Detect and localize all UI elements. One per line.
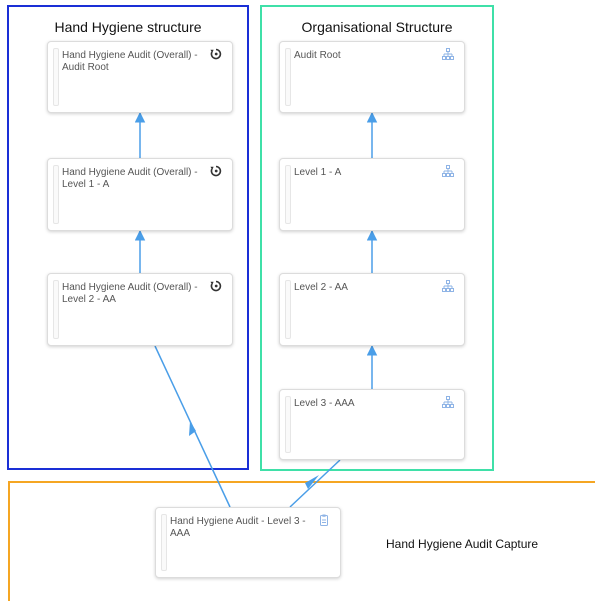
node-side-strip bbox=[285, 280, 291, 339]
capture-group-title: Hand Hygiene Audit Capture bbox=[386, 537, 539, 551]
refresh-icon[interactable] bbox=[210, 165, 222, 177]
node-side-strip bbox=[161, 514, 167, 571]
node-label: Hand Hygiene Audit (Overall) - Level 1 -… bbox=[62, 167, 198, 190]
node-label: Hand Hygiene Audit (Overall) - Level 2 -… bbox=[62, 282, 198, 305]
node-side-strip bbox=[53, 48, 59, 106]
audit-capture-group bbox=[8, 481, 595, 601]
node-label: Level 1 - A bbox=[294, 167, 342, 178]
org-level-2-aa-node[interactable]: Level 2 - AA bbox=[279, 273, 465, 346]
org-level-1-a-node[interactable]: Level 1 - A bbox=[279, 158, 465, 231]
hh-level-1-a-node[interactable]: Hand Hygiene Audit (Overall) - Level 1 -… bbox=[47, 158, 233, 231]
org-audit-root-node[interactable]: Audit Root bbox=[279, 41, 465, 113]
node-label: Level 2 - AA bbox=[294, 282, 348, 293]
node-side-strip bbox=[53, 165, 59, 224]
group-title: Organisational Structure bbox=[301, 19, 453, 35]
node-label: Hand Hygiene Audit - Level 3 - AAA bbox=[170, 516, 306, 539]
node-label: Hand Hygiene Audit (Overall) - Audit Roo… bbox=[62, 50, 198, 73]
node-label: Level 3 - AAA bbox=[294, 398, 355, 409]
hierarchy-icon[interactable] bbox=[442, 165, 454, 177]
node-side-strip bbox=[285, 165, 291, 224]
capture-to-hh-level2-arrowhead bbox=[189, 421, 196, 436]
clipboard-icon[interactable] bbox=[318, 514, 330, 526]
org-level-3-aaa-node[interactable]: Level 3 - AAA bbox=[279, 389, 465, 460]
node-label: Audit Root bbox=[294, 50, 341, 61]
group-title: Hand Hygiene structure bbox=[54, 19, 202, 35]
hh-level-2-aa-node[interactable]: Hand Hygiene Audit (Overall) - Level 2 -… bbox=[47, 273, 233, 346]
refresh-icon[interactable] bbox=[210, 280, 222, 292]
hierarchy-icon[interactable] bbox=[442, 396, 454, 408]
capture-audit-node[interactable]: Hand Hygiene Audit - Level 3 - AAA bbox=[155, 507, 341, 578]
node-side-strip bbox=[53, 280, 59, 339]
capture-to-org-level3-arrowhead bbox=[305, 475, 319, 489]
hierarchy-icon[interactable] bbox=[442, 48, 454, 60]
refresh-icon[interactable] bbox=[210, 48, 222, 60]
capture-to-org-level3-line bbox=[289, 459, 341, 508]
node-side-strip bbox=[285, 48, 291, 106]
node-side-strip bbox=[285, 396, 291, 453]
hh-audit-root-node[interactable]: Hand Hygiene Audit (Overall) - Audit Roo… bbox=[47, 41, 233, 113]
hand-hygiene-structure-group: Hand Hygiene structure bbox=[7, 5, 249, 470]
organisational-structure-group: Organisational Structure bbox=[260, 5, 494, 471]
hierarchy-icon[interactable] bbox=[442, 280, 454, 292]
